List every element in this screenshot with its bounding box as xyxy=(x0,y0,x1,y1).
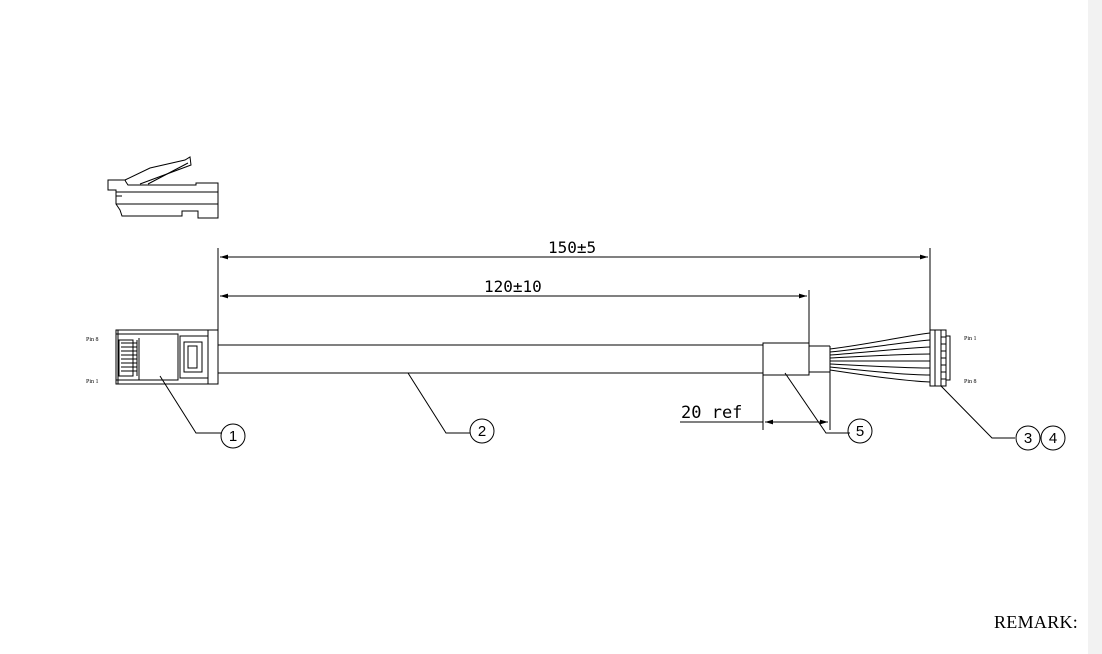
rj45-pin-bottom-label: Pin 1 xyxy=(86,379,99,385)
balloon-2-label: 2 xyxy=(478,423,486,440)
item-balloons xyxy=(220,418,1066,451)
rj45-pin-top-label: Pin 8 xyxy=(86,337,99,343)
rj45-side-view xyxy=(107,156,219,219)
dimension-jacket xyxy=(217,290,810,345)
ref-length-label: 20 ref xyxy=(681,403,742,423)
rj45-connector xyxy=(115,329,219,385)
page-edge-strip xyxy=(1088,0,1102,654)
heat-shrink-sleeve xyxy=(762,342,831,430)
connector-pin-bottom-label: Pin 8 xyxy=(964,379,977,385)
balloon-5-label: 5 xyxy=(856,423,864,440)
connector-pin-top-label: Pin 1 xyxy=(964,336,977,342)
jacket-length-label: 120±10 xyxy=(484,277,542,296)
balloon-1-label: 1 xyxy=(229,428,237,445)
overall-length-label: 150±5 xyxy=(548,238,596,257)
cable-jacket xyxy=(218,344,763,374)
dimension-overall xyxy=(217,248,931,330)
balloon-3-label: 3 xyxy=(1024,430,1032,447)
balloon-4-label: 4 xyxy=(1049,430,1057,447)
wire-fanout xyxy=(829,332,931,383)
leader-lines xyxy=(159,372,1015,439)
wire-connector xyxy=(929,329,951,387)
remark-label: REMARK: xyxy=(994,612,1079,632)
